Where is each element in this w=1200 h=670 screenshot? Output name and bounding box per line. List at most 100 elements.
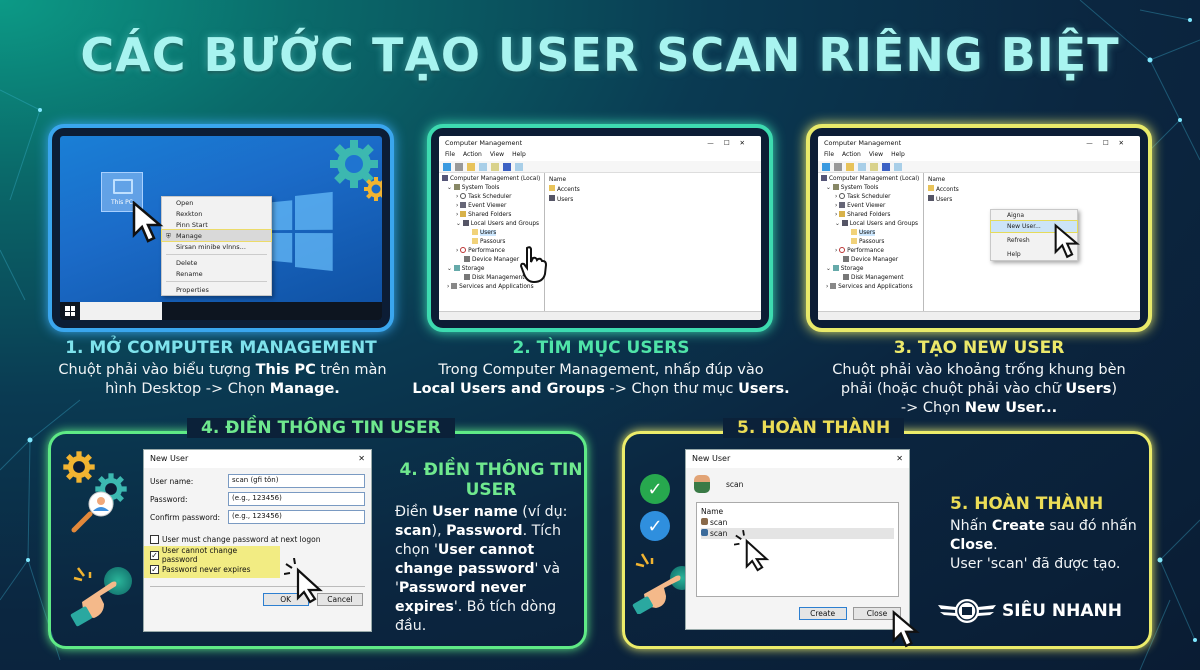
tree-event-viewer[interactable]: › Event Viewer: [456, 202, 507, 209]
start-button[interactable]: [65, 306, 75, 316]
column-header-name[interactable]: Name: [701, 507, 724, 516]
menu-action[interactable]: Action: [463, 151, 482, 158]
up-icon[interactable]: [467, 163, 475, 171]
menu-item-new-user[interactable]: New User...: [990, 220, 1078, 233]
menu-action[interactable]: Action: [842, 151, 861, 158]
help-icon[interactable]: [503, 163, 511, 171]
menu-view[interactable]: View: [489, 151, 505, 158]
tree-performance[interactable]: › Performance: [835, 247, 884, 254]
tree-root[interactable]: Computer Management (Local): [442, 175, 541, 184]
menu-item-pin-start[interactable]: Pinn Start: [176, 220, 208, 229]
menu-file[interactable]: File: [824, 151, 835, 158]
back-icon[interactable]: [822, 163, 830, 171]
tree-users[interactable]: Users: [442, 229, 541, 238]
password-label: Password:: [150, 494, 188, 504]
window-titlebar: Computer Management —☐✕: [439, 136, 761, 150]
hand-tap-icon: [70, 567, 117, 627]
tree-storage[interactable]: ⌄ Storage: [826, 265, 864, 272]
menu-item-5[interactable]: Sirsan minibe vlnns...: [176, 242, 246, 251]
close-button[interactable]: Close: [853, 607, 901, 620]
export-icon[interactable]: [491, 163, 499, 171]
tree-system-tools[interactable]: ⌄ System Tools: [447, 184, 500, 191]
mouse-cursor-icon: [284, 558, 323, 604]
tree-performance[interactable]: › Performance: [456, 247, 505, 254]
window-controls[interactable]: —☐✕: [1086, 139, 1134, 147]
list-item[interactable]: scan: [701, 517, 894, 528]
menu-help[interactable]: Help: [891, 151, 905, 158]
confirm-password-label: Confirm password:: [150, 512, 221, 522]
menu-item-refresh[interactable]: Refresh: [1007, 236, 1030, 244]
list-item[interactable]: Users: [549, 195, 757, 205]
menu-view[interactable]: View: [868, 151, 884, 158]
tree-disk-management[interactable]: Disk Management: [821, 274, 920, 283]
console-icon[interactable]: [858, 163, 866, 171]
help-icon[interactable]: [882, 163, 890, 171]
window-title: Computer Management: [445, 139, 523, 147]
menu-item-open[interactable]: Open: [176, 198, 194, 207]
confirm-password-input[interactable]: (e.g., 123456): [228, 510, 365, 524]
list-item[interactable]: Users: [928, 195, 1136, 205]
settings-gear-icon: [63, 451, 95, 483]
tree-groups[interactable]: Passours: [821, 238, 920, 247]
menu-item-properties[interactable]: Properties: [176, 285, 209, 294]
tree-device-manager[interactable]: Device Manager: [442, 256, 541, 265]
list-item-selected[interactable]: scan: [701, 528, 894, 539]
menu-item-help[interactable]: Help: [1007, 250, 1021, 258]
list-item[interactable]: Acconts: [928, 185, 1136, 195]
dialog-close-icon[interactable]: ✕: [896, 454, 903, 463]
tree-task-scheduler[interactable]: › Task Scheduler: [835, 193, 891, 200]
column-header-name[interactable]: Name: [549, 177, 567, 183]
taskbar-search[interactable]: [80, 302, 162, 320]
must-change-password-checkbox[interactable]: User must change password at next logon: [144, 532, 371, 546]
view-icon[interactable]: [515, 163, 523, 171]
create-button[interactable]: Create: [798, 607, 847, 620]
column-header-name[interactable]: Name: [928, 177, 946, 183]
password-input[interactable]: (e.g., 123456): [228, 492, 365, 506]
list-item[interactable]: Accents: [549, 185, 757, 195]
tree-local-users-groups[interactable]: ⌄ Local Users and Groups: [835, 220, 919, 227]
menu-item-all-tasks[interactable]: Aigna: [1007, 211, 1025, 219]
tree-services[interactable]: › Services and Applications: [447, 283, 534, 290]
tree-event-viewer[interactable]: › Event Viewer: [835, 202, 886, 209]
step1-title: 1. MỞ COMPUTER MANAGEMENT: [65, 338, 377, 358]
taskbar: [60, 302, 382, 320]
tree-users[interactable]: Users: [821, 229, 920, 238]
step2-title: 2. TÌM MỤC USERS: [512, 338, 690, 358]
menu-item-manage[interactable]: ⛨Manage: [161, 229, 272, 242]
username-input[interactable]: scan (gfi tôn): [228, 474, 365, 488]
tree-services[interactable]: › Services and Applications: [826, 283, 913, 290]
tree-storage[interactable]: ⌄ Storage: [447, 265, 485, 272]
menu-file[interactable]: File: [445, 151, 456, 158]
back-icon[interactable]: [443, 163, 451, 171]
tree-task-scheduler[interactable]: › Task Scheduler: [456, 193, 512, 200]
menu-item-2[interactable]: Rexkton: [176, 209, 203, 218]
menu-item-rename[interactable]: Rename: [176, 269, 203, 278]
tree-device-manager[interactable]: Device Manager: [821, 256, 920, 265]
forward-icon[interactable]: [455, 163, 463, 171]
console-icon[interactable]: [479, 163, 487, 171]
tree-groups[interactable]: Passours: [442, 238, 541, 247]
menu-help[interactable]: Help: [512, 151, 526, 158]
window-controls[interactable]: —☐✕: [707, 139, 755, 147]
menu-item-delete[interactable]: Delete: [176, 258, 198, 267]
new-user-dialog: New User✕ User name:scan (gfi tôn) Passw…: [143, 449, 372, 632]
export-icon[interactable]: [870, 163, 878, 171]
tree-root[interactable]: Computer Management (Local): [821, 175, 920, 184]
tree-system-tools[interactable]: ⌄ System Tools: [826, 184, 879, 191]
tree-shared-folders[interactable]: › Shared Folders: [456, 211, 512, 218]
password-never-expires-checkbox[interactable]: ✓Password never expires: [150, 564, 251, 574]
up-icon[interactable]: [846, 163, 854, 171]
step2-screenshot-frame: Computer Management —☐✕ File Action View Hel…: [427, 124, 773, 332]
tree-shared-folders[interactable]: › Shared Folders: [835, 211, 891, 218]
step4-side-description: Điền User name (ví dụ: scan), Password. …: [395, 504, 568, 634]
step1-description: Chuột phải vào biểu tượng This PC trên m…: [58, 362, 387, 397]
tree-local-users-groups[interactable]: ⌄ Local Users and Groups: [456, 220, 540, 227]
forward-icon[interactable]: [834, 163, 842, 171]
brand-name: SIÊU NHANH: [1002, 601, 1122, 621]
cancel-button[interactable]: Cancel: [317, 593, 363, 606]
dialog-close-icon[interactable]: ✕: [358, 454, 365, 463]
cannot-change-password-checkbox[interactable]: ✓User cannot change password: [150, 546, 238, 564]
tree-disk-management[interactable]: Disk Management: [442, 274, 541, 283]
view-icon[interactable]: [894, 163, 902, 171]
